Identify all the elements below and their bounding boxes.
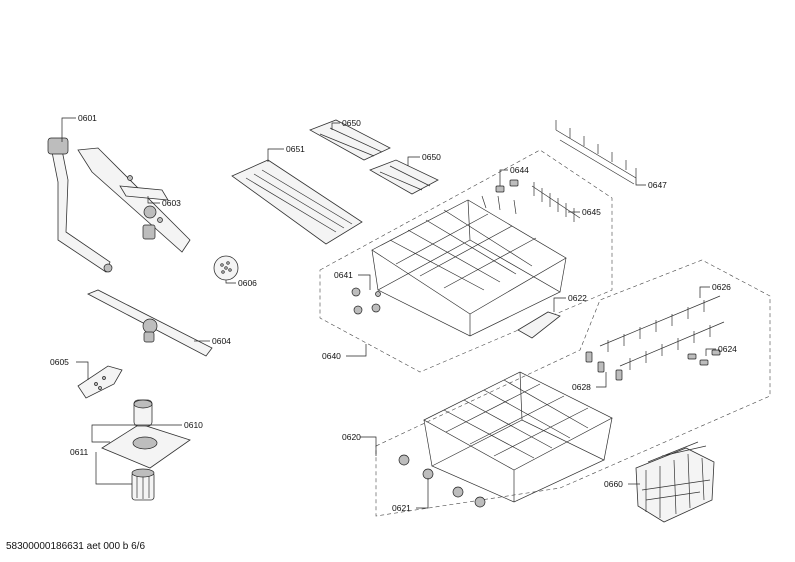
leader-lines bbox=[61, 117, 716, 509]
part-label-0620: 0620 bbox=[342, 432, 361, 442]
part-label-0611: 0611 bbox=[70, 447, 89, 457]
lower-basket-zone bbox=[375, 259, 771, 517]
round-filter-part bbox=[213, 255, 239, 281]
flat-filter-part bbox=[101, 399, 191, 469]
part-label-0605: 0605 bbox=[50, 357, 69, 367]
part-label-0644: 0644 bbox=[510, 165, 529, 175]
part-label-0645: 0645 bbox=[582, 207, 601, 217]
upper-basket-part bbox=[371, 195, 567, 337]
part-label-0604: 0604 bbox=[212, 336, 231, 346]
part-label-0647: 0647 bbox=[648, 180, 667, 190]
basket-handle-part bbox=[517, 311, 561, 339]
cylinder-filter-part bbox=[131, 468, 155, 501]
part-label-0641: 0641 bbox=[334, 270, 353, 280]
lower-spray-arm-part bbox=[87, 289, 213, 357]
supply-pipe-part bbox=[47, 137, 113, 273]
part-label-0650-bottom: 0650 bbox=[422, 152, 441, 162]
part-label-0650-top: 0650 bbox=[342, 118, 361, 128]
folding-tines-part bbox=[531, 182, 581, 222]
rack-clip-part bbox=[495, 179, 519, 193]
cutlery-tray-insert-part bbox=[309, 119, 391, 161]
filter-cover-part bbox=[77, 365, 123, 399]
part-label-0626: 0626 bbox=[712, 282, 731, 292]
part-label-0628: 0628 bbox=[572, 382, 591, 392]
lower-wheels-part bbox=[398, 454, 486, 508]
cutlery-tray-part bbox=[231, 159, 363, 245]
part-label-0624: 0624 bbox=[718, 344, 737, 354]
part-label-0603: 0603 bbox=[162, 198, 181, 208]
tine-holders-part bbox=[585, 351, 623, 381]
part-label-0660: 0660 bbox=[604, 479, 623, 489]
upper-basket-zone bbox=[319, 149, 613, 373]
tine-clips-part bbox=[687, 349, 721, 366]
part-label-0610: 0610 bbox=[184, 420, 203, 430]
cutlery-tray-insert-part bbox=[369, 159, 439, 195]
part-label-0640: 0640 bbox=[322, 351, 341, 361]
upper-rollers-part bbox=[351, 287, 381, 315]
part-label-0601: 0601 bbox=[78, 113, 97, 123]
part-label-0622: 0622 bbox=[568, 293, 587, 303]
cup-shelf-part bbox=[555, 120, 637, 185]
cutlery-basket-part bbox=[635, 441, 715, 523]
document-id-footer: 58300000186631 aet 000 b 6/6 bbox=[6, 541, 146, 552]
tine-rows-part bbox=[599, 295, 725, 370]
part-label-0606: 0606 bbox=[238, 278, 257, 288]
part-label-0651: 0651 bbox=[286, 144, 305, 154]
part-label-0621: 0621 bbox=[392, 503, 411, 513]
lower-basket-part bbox=[423, 371, 613, 503]
upper-spray-arm-part bbox=[77, 147, 191, 253]
